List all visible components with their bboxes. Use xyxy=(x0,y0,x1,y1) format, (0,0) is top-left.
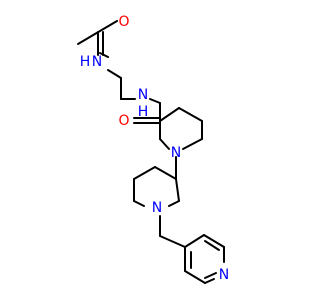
bond-pyr-5 xyxy=(203,234,225,248)
bond-pyr-2 xyxy=(184,270,206,284)
atom-oxygen-acetyl: O xyxy=(118,14,129,30)
molecule-structure: O H N N H O N N N xyxy=(77,14,230,284)
bond-ch3-co xyxy=(77,30,101,45)
bond-ch2-pyr xyxy=(159,235,186,248)
bond-ring1-2 xyxy=(178,107,203,122)
bond-ring2-2 xyxy=(133,166,156,180)
atom-hydrogen-amide2: H xyxy=(138,104,149,120)
atom-nitrogen-amide1: N xyxy=(92,54,102,70)
molecule-diagram: O H N N H O N N N xyxy=(77,14,230,284)
bond-ring2-5 xyxy=(168,200,180,207)
bond-pyr-inner-2 xyxy=(204,240,220,251)
bonds xyxy=(77,20,225,284)
atom-labels: O H N N H O N N N xyxy=(80,14,230,283)
bond-co-nh1 xyxy=(99,52,109,58)
atom-oxygen-amide: O xyxy=(118,113,129,129)
bond-ring1-4 xyxy=(182,138,203,150)
bond-pyr-6 xyxy=(184,234,205,248)
bond-ring2-1 xyxy=(154,166,177,180)
atom-nitrogen-amide2: N xyxy=(138,87,148,103)
bond-ring1-1 xyxy=(159,107,180,122)
bond-nh1-c1 xyxy=(107,69,122,79)
bond-ring2-4 xyxy=(133,200,145,207)
bond-ring1-5 xyxy=(159,138,170,150)
atom-nitrogen-pyridine: N xyxy=(219,267,229,283)
atom-hydrogen-amide1: H xyxy=(80,54,91,70)
bond-pyr-3 xyxy=(204,278,215,284)
atom-nitrogen-piperidine1: N xyxy=(171,145,181,161)
bond-co-o xyxy=(99,20,118,32)
bond-ring2-6 xyxy=(175,178,180,202)
atom-nitrogen-piperidine2: N xyxy=(152,200,162,216)
bond-pyr-inner-3 xyxy=(204,272,217,279)
bond-nh2-c3 xyxy=(149,98,161,104)
